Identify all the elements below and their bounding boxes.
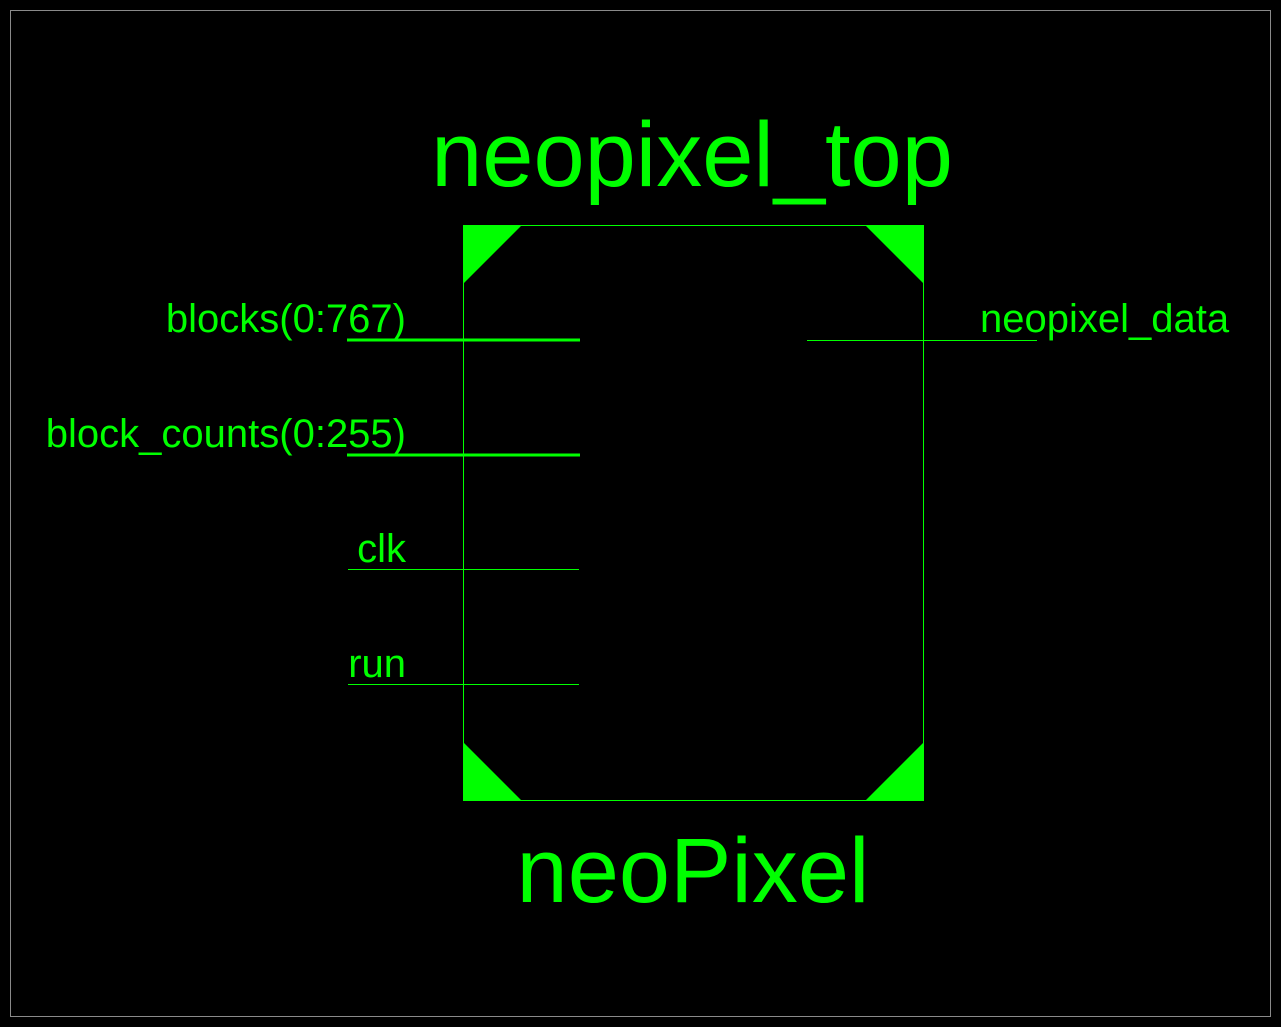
- port-label-clk: clk: [357, 527, 407, 571]
- symbol-body[interactable]: [463, 225, 924, 801]
- corner-marker-bottom-left: [463, 742, 522, 801]
- corner-marker-top-right: [865, 225, 924, 284]
- port-label-block-counts: block_counts(0:255): [46, 412, 406, 456]
- corner-marker-top-left: [463, 225, 522, 284]
- instance-name: neopixel_top: [431, 104, 953, 206]
- port-label-neopixel-data: neopixel_data: [980, 297, 1230, 341]
- cell-name: neoPixel: [517, 820, 870, 922]
- sheet-frame: [10, 10, 1271, 1017]
- corner-marker-bottom-right: [865, 742, 924, 801]
- port-label-run: run: [348, 642, 406, 686]
- port-label-blocks: blocks(0:767): [166, 297, 406, 341]
